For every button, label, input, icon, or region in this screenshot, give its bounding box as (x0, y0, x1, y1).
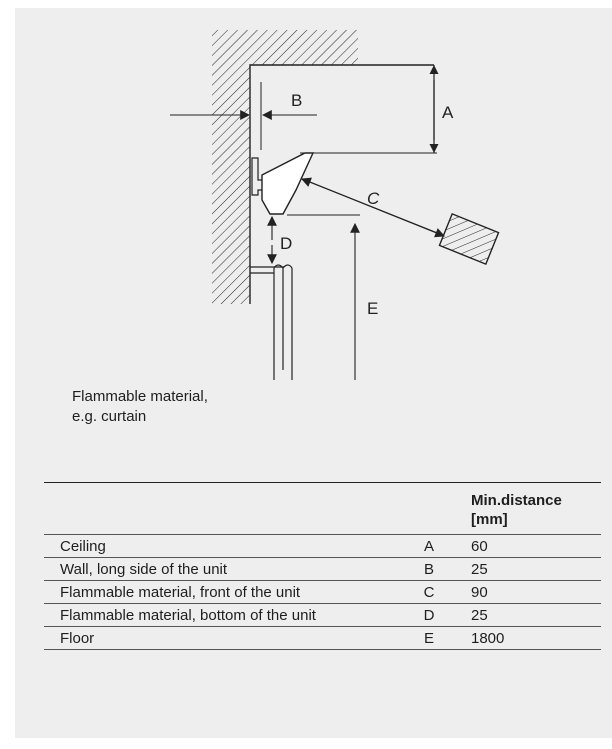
header-unit-label: [mm] (471, 510, 508, 528)
header-min-distance: Min.distance[mm] (455, 482, 601, 535)
row-value: 25 (455, 603, 601, 627)
label-c: C (367, 189, 380, 208)
dimension-c (300, 177, 446, 238)
header-item (44, 482, 403, 535)
row-value: 25 (455, 557, 601, 581)
row-letter: A (403, 534, 455, 558)
flammable-box (438, 212, 500, 266)
row-value: 60 (455, 534, 601, 558)
caption-line-2: e.g. curtain (72, 408, 147, 425)
header-min-label: Min.distance (471, 491, 562, 509)
dimension-a (300, 65, 439, 154)
flammable-caption: Flammable material, e.g. curtain (72, 387, 208, 427)
row-letter: E (403, 626, 455, 650)
row-item: Wall, long side of the unit (44, 557, 403, 581)
row-item: Floor (44, 626, 403, 650)
row-value: 1800 (455, 626, 601, 650)
row-item: Flammable material, bottom of the unit (44, 603, 403, 627)
table-row: Flammable material, bottom of the unit D… (44, 603, 601, 627)
distance-table: Min.distance[mm] Ceiling A 60 Wall, long… (44, 482, 601, 650)
label-e: E (367, 299, 378, 318)
caption-line-1: Flammable material, (72, 388, 208, 405)
header-letter (403, 482, 455, 535)
dimension-b (170, 82, 317, 150)
label-d: D (280, 234, 292, 253)
curtain (250, 264, 293, 380)
dimension-e (287, 214, 360, 380)
row-letter: B (403, 557, 455, 581)
table-header-row: Min.distance[mm] (44, 482, 601, 535)
wall-ceiling (212, 30, 434, 304)
table-row: Wall, long side of the unit B 25 (44, 557, 601, 581)
label-b: B (291, 91, 302, 110)
row-letter: D (403, 603, 455, 627)
row-letter: C (403, 580, 455, 604)
label-a: A (442, 103, 454, 122)
row-item: Ceiling (44, 534, 403, 558)
row-value: 90 (455, 580, 601, 604)
heater-unit (251, 152, 315, 215)
row-item: Flammable material, front of the unit (44, 580, 403, 604)
table-row: Floor E 1800 (44, 626, 601, 650)
table-row: Ceiling A 60 (44, 534, 601, 558)
table-row: Flammable material, front of the unit C … (44, 580, 601, 604)
